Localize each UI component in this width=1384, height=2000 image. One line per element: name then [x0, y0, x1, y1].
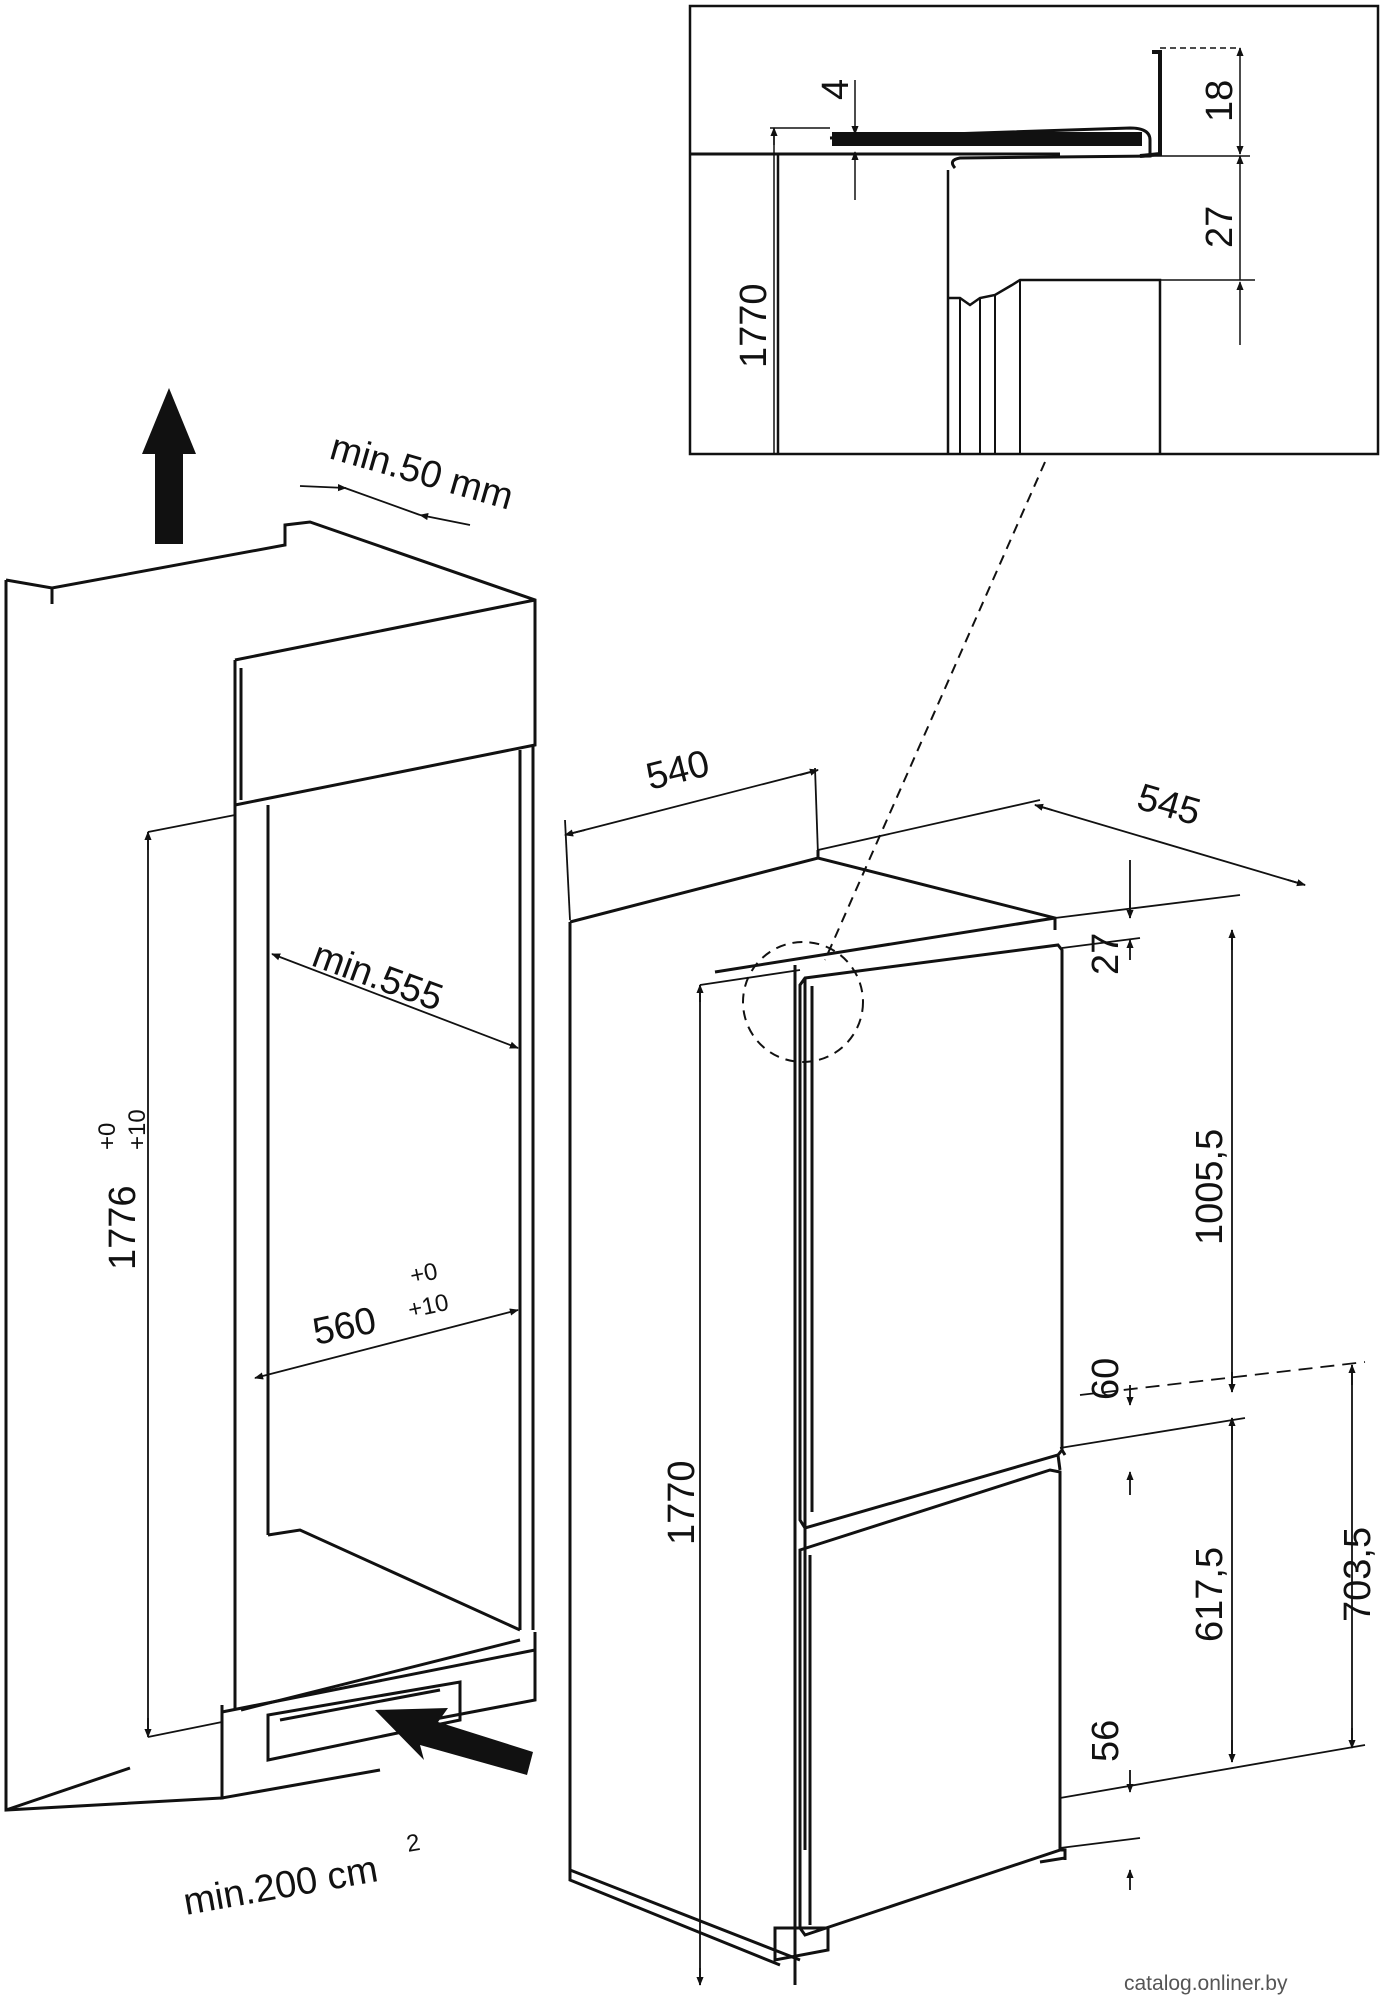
bottom-gap-label: 56: [1085, 1720, 1127, 1762]
niche-dimension-lines: [144, 484, 519, 1738]
detail-inset: [688, 4, 1380, 456]
niche-width-label: 560: [309, 1300, 380, 1354]
niche-width-tol-minus: +10: [406, 1289, 451, 1324]
top-gap-label: 27: [1085, 933, 1127, 975]
min-depth-label: min.555: [307, 934, 448, 1020]
upper-door-label: 1005,5: [1189, 1129, 1231, 1245]
niche-width-tol-plus: +0: [408, 1258, 440, 1290]
airflow-arrow-up: [142, 388, 196, 544]
height-label: 1770: [661, 1460, 703, 1545]
gap-between-label: 60: [1085, 1358, 1127, 1400]
detail-dim-1770: 1770: [733, 283, 775, 368]
detail-leader-line: [824, 461, 1046, 961]
appliance-dimension-lines: [564, 767, 1366, 1986]
detail-dim-27: 27: [1199, 206, 1241, 248]
depth-label: 545: [1133, 776, 1206, 834]
min-gap-label: min.50 mm: [326, 426, 518, 518]
niche-height-label: 1776: [102, 1185, 144, 1270]
lower-total-label: 703,5: [1337, 1527, 1379, 1622]
niche-height-tol-minus: +10: [124, 1109, 151, 1150]
detail-zoom-circle: [742, 941, 864, 1063]
vent-area-sup: 2: [404, 1829, 422, 1858]
niche-cabinet: [4, 520, 537, 1812]
airflow-arrow-in: [375, 1708, 533, 1775]
vent-area-label: min.200 cm: [180, 1848, 381, 1923]
width-label: 540: [642, 743, 714, 799]
appliance-body: [568, 850, 1067, 1985]
watermark: catalog.onliner.by: [1124, 1972, 1288, 1995]
lower-door-label: 617,5: [1189, 1547, 1231, 1642]
detail-dim-18: 18: [1199, 80, 1241, 122]
niche-height-tol-plus: +0: [94, 1123, 121, 1150]
detail-dim-4: 4: [815, 79, 857, 100]
